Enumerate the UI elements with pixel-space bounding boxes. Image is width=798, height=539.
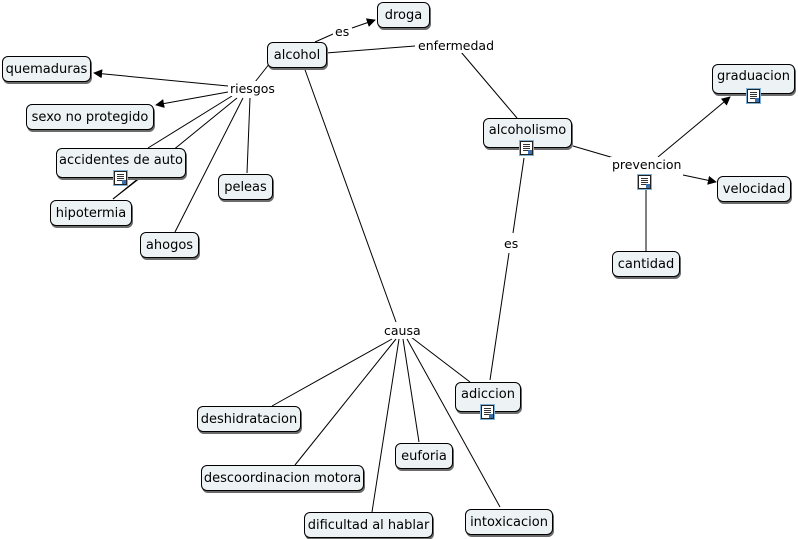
- link-riesgos-peleas: [246, 97, 251, 174]
- phrase-riesgos: riesgos: [228, 81, 277, 96]
- concept-intoxicacion[interactable]: intoxicacion: [465, 509, 553, 535]
- concept-ahogos[interactable]: ahogos: [140, 232, 199, 258]
- link-enfermedad-alcoholismo: [460, 51, 518, 119]
- link-causa-euforia: [402, 338, 420, 443]
- concept-alcohol[interactable]: alcohol: [267, 42, 327, 68]
- document-icon[interactable]: [747, 89, 760, 103]
- concept-descoordinacion-motora[interactable]: descoordinacion motora: [201, 465, 364, 491]
- link-causa-dificultad: [371, 338, 400, 513]
- concept-sexo-no-protegido[interactable]: sexo no protegido: [26, 104, 154, 130]
- link-riesgos-quemaduras: [93, 69, 229, 87]
- link-riesgos-ahogos: [174, 97, 244, 233]
- document-icon[interactable]: [114, 171, 127, 185]
- link-causa-descoordinacion: [294, 338, 397, 466]
- concept-cantidad[interactable]: cantidad: [612, 251, 680, 277]
- link-alcohol-es: [314, 33, 334, 43]
- concept-velocidad[interactable]: velocidad: [717, 176, 791, 202]
- phrase-prevencion: prevencion: [610, 157, 684, 172]
- link-riesgos-sexo: [155, 91, 229, 108]
- concept-euforia[interactable]: euforia: [395, 443, 453, 469]
- link-alcohol-enfermedad: [325, 45, 416, 54]
- document-icon[interactable]: [520, 141, 533, 155]
- link-accidentes-icon-hipotermia: [112, 177, 141, 200]
- document-icon[interactable]: [638, 175, 651, 189]
- concept-peleas[interactable]: peleas: [218, 174, 273, 200]
- link-alcoholismo-prevencion: [572, 145, 615, 159]
- concept-hipotermia[interactable]: hipotermia: [50, 200, 132, 226]
- phrase-causa: causa: [382, 323, 423, 338]
- phrase-es-2: es: [502, 236, 521, 251]
- link-riesgos-accidentes: [147, 95, 233, 149]
- concept-quemaduras[interactable]: quemaduras: [2, 56, 91, 82]
- concept-dificultad-al-hablar[interactable]: dificultad al hablar: [304, 512, 433, 538]
- concept-droga[interactable]: droga: [377, 2, 430, 28]
- link-causa-intoxicacion: [406, 338, 501, 508]
- link-causa-deshidratacion: [271, 338, 393, 407]
- link-es-droga: [351, 18, 376, 29]
- link-alcoholismo-es: [512, 157, 525, 234]
- link-es-adiccion: [489, 252, 510, 381]
- phrase-es: es: [333, 24, 352, 39]
- link-prevencion-velocidad: [682, 174, 717, 185]
- link-prevencion-graduacion: [657, 96, 731, 158]
- document-icon[interactable]: [481, 405, 494, 419]
- link-alcohol-riesgos: [254, 62, 271, 83]
- link-causa-adiccion: [410, 336, 471, 383]
- phrase-enfermedad: enfermedad: [416, 38, 497, 53]
- link-alcohol-causa: [303, 66, 397, 323]
- concept-deshidratacion[interactable]: deshidratacion: [197, 406, 301, 432]
